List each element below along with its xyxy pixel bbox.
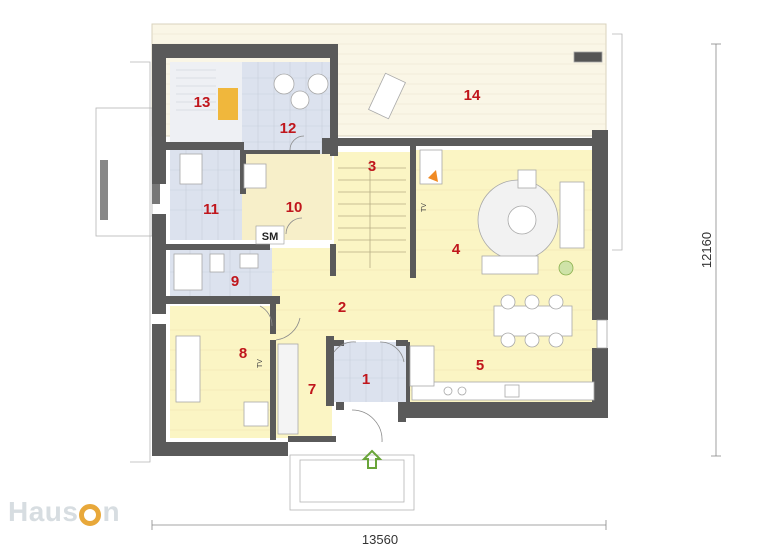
kitchen-side: [409, 345, 435, 387]
wardrobe: [277, 343, 299, 435]
room-number-11: 11: [203, 201, 219, 218]
room-number-13: 13: [194, 94, 211, 111]
tv-label-4: TV: [421, 203, 428, 212]
shower-12: [243, 163, 267, 189]
chair-12a: [273, 73, 295, 95]
entrance-arrow: [361, 449, 383, 469]
fireplace-flame: [428, 170, 438, 182]
dimension-width: 13560: [362, 532, 398, 547]
coffee-table: [507, 205, 537, 235]
sink-9: [239, 253, 259, 269]
room-number-14: 14: [464, 87, 481, 104]
toilet-9: [209, 253, 225, 273]
table-12: [290, 90, 310, 110]
room-1-floor: [334, 342, 406, 402]
window-right: [596, 319, 608, 349]
room-number-2: 2: [338, 299, 346, 316]
sofa-bottom: [481, 255, 539, 275]
lounger: [368, 72, 406, 120]
armchair: [517, 169, 537, 189]
dining-table: [493, 305, 573, 337]
brand-suffix: n: [102, 496, 121, 527]
room-number-1: 1: [362, 371, 370, 388]
room-number-3: 3: [368, 158, 376, 175]
plant: [573, 51, 603, 63]
brand-o-icon: [79, 504, 102, 526]
dimension-height: 12160: [699, 232, 714, 268]
stair-exterior: [100, 160, 108, 220]
room-number-10: 10: [286, 199, 303, 216]
kitchen-counter: [411, 381, 595, 401]
room-number-7: 7: [308, 381, 316, 398]
room-2-floor: [272, 248, 412, 340]
room-number-5: 5: [476, 357, 484, 374]
chair-12b: [307, 73, 329, 95]
sofa-living-8: [175, 335, 201, 403]
floor-plant: [558, 260, 574, 276]
room-number-9: 9: [231, 273, 239, 290]
sauna-bench: [218, 88, 238, 120]
sofa-right: [559, 181, 585, 249]
sm-label: SM: [262, 231, 279, 243]
sm-box: [255, 225, 285, 245]
tv-label-8: TV: [257, 359, 264, 368]
room-number-12: 12: [280, 120, 297, 137]
room-number-4: 4: [452, 241, 461, 258]
brand-prefix: Haus: [8, 496, 79, 527]
chair-8: [243, 401, 269, 427]
bathtub-9: [173, 253, 203, 291]
washer-11: [179, 153, 203, 185]
room-number-8: 8: [239, 345, 247, 362]
